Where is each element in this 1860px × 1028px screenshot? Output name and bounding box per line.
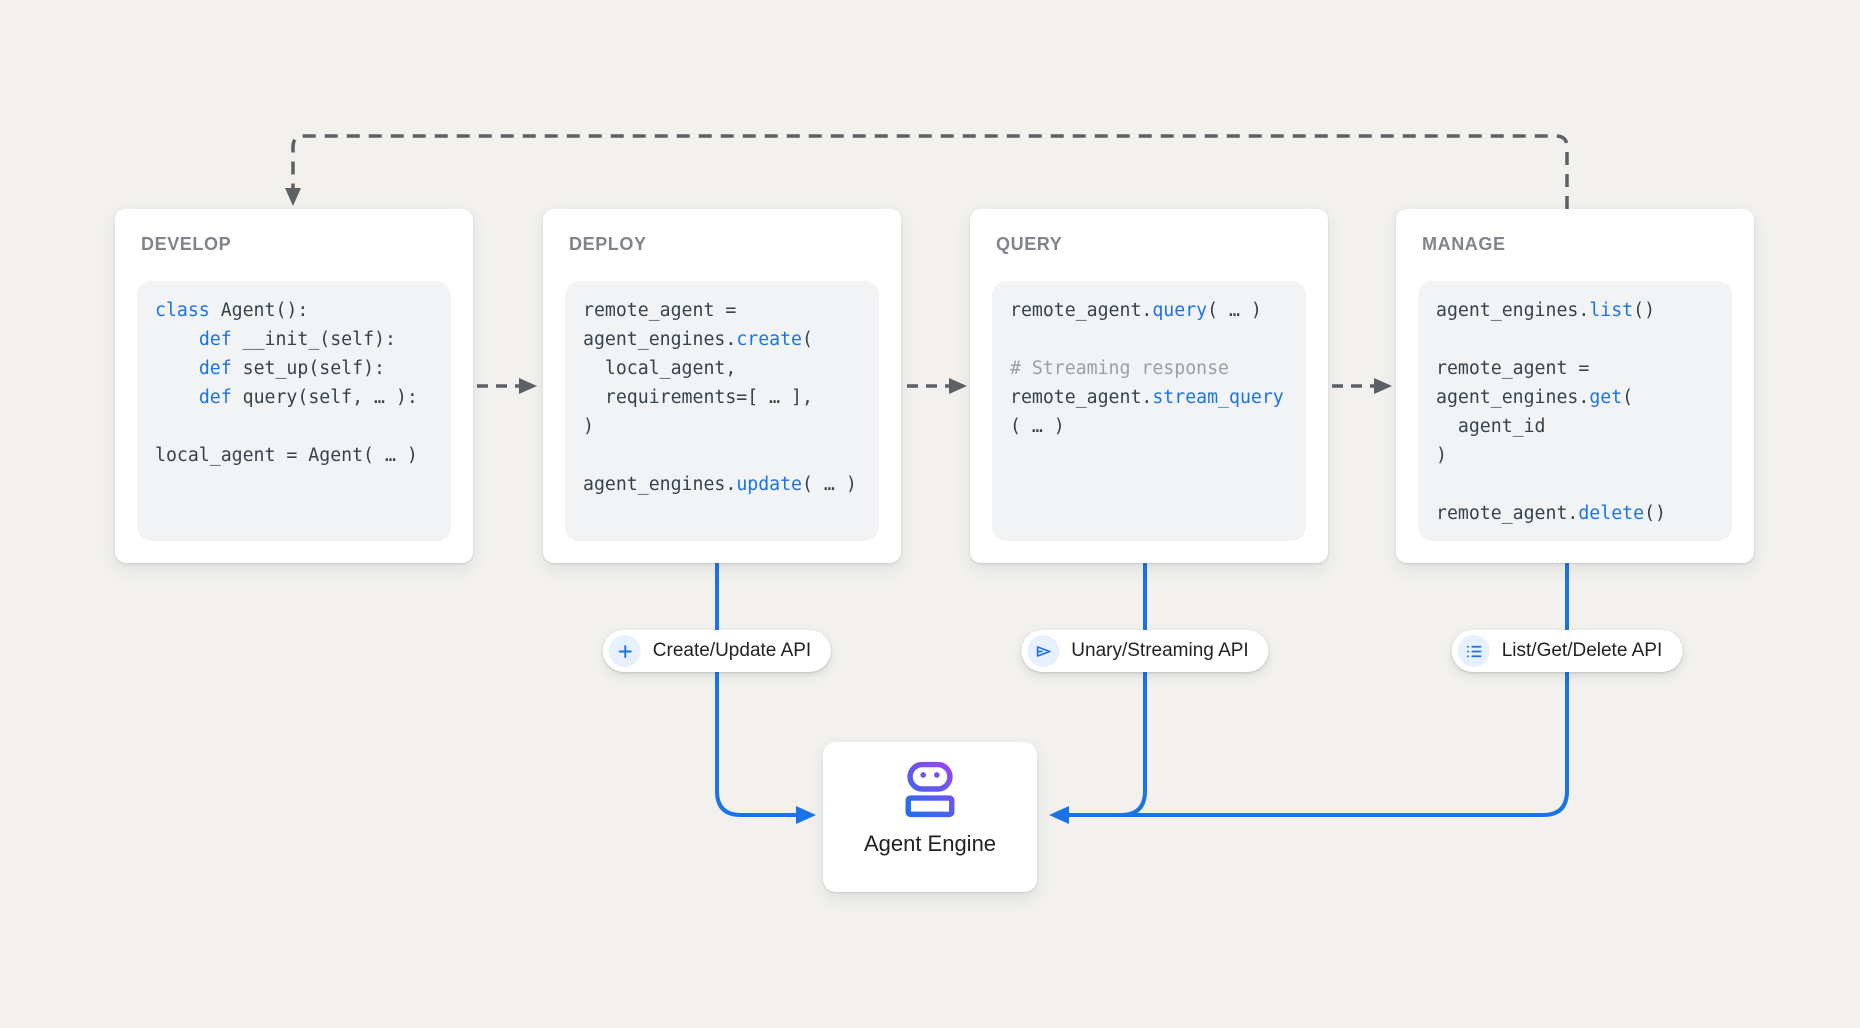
card-title: MANAGE <box>1422 234 1506 254</box>
card-title: DEPLOY <box>569 234 647 254</box>
manage-to-engine-line <box>1049 563 1569 824</box>
manage-to-develop-dashed-loop <box>285 134 1569 209</box>
card-title: DEVELOP <box>141 234 232 254</box>
deploy-card: DEPLOY remote_agent =agent_engines.creat… <box>543 209 901 563</box>
create-update-api-pill: Create/Update API <box>602 630 832 672</box>
deploy-to-engine-line <box>715 563 816 824</box>
pill-label: Create/Update API <box>652 640 812 661</box>
develop-card: DEVELOP class Agent(): def __init_(self)… <box>115 209 473 563</box>
query-card: QUERY remote_agent.query( … ) # Streamin… <box>970 209 1328 563</box>
plus-icon <box>608 635 641 667</box>
send-icon <box>1027 635 1060 667</box>
pill-label: List/Get/Delete API <box>1501 640 1663 661</box>
agent-engine-node: Agent Engine <box>823 742 1037 892</box>
code-snippet: remote_agent.query( … ) # Streaming resp… <box>992 281 1306 541</box>
unary-streaming-api-pill: Unary/Streaming API <box>1021 630 1269 672</box>
list-get-delete-api-pill: List/Get/Delete API <box>1451 630 1683 672</box>
card-title: QUERY <box>996 234 1063 254</box>
code-snippet: class Agent(): def __init_(self): def se… <box>137 281 451 541</box>
agent-engine-label: Agent Engine <box>863 831 997 856</box>
query-to-engine-line <box>1105 563 1147 817</box>
list-icon <box>1457 635 1490 667</box>
robot-icon <box>905 761 955 818</box>
manage-card: MANAGE agent_engines.list() remote_agent… <box>1396 209 1754 563</box>
code-snippet: agent_engines.list() remote_agent =agent… <box>1418 281 1732 541</box>
code-snippet: remote_agent =agent_engines.create( loca… <box>565 281 879 541</box>
pill-label: Unary/Streaming API <box>1071 640 1249 661</box>
